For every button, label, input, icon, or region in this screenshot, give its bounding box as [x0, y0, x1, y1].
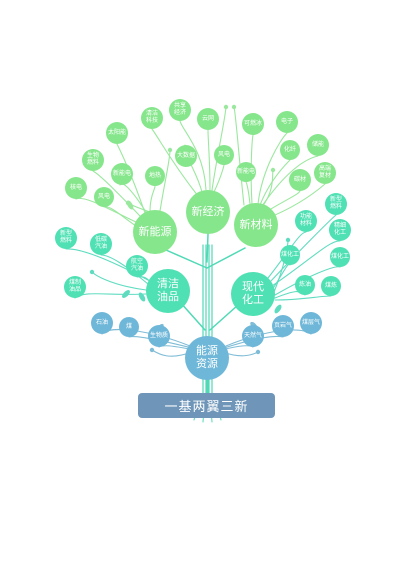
leaf-new-fuel-a: 新型 燃料 — [325, 193, 347, 215]
connector-line — [257, 132, 288, 205]
connector-line — [269, 214, 337, 283]
trunk-branch — [179, 301, 206, 331]
connector-line — [103, 206, 137, 227]
node-energy-resources: 能源 资源 — [185, 336, 229, 380]
branch-dot — [231, 104, 237, 110]
leaf-coalbed-gas: 煤层气 — [300, 312, 322, 334]
leaf-composite: 高端 复材 — [314, 162, 336, 184]
leaf-big-data: 大数据 — [175, 145, 197, 167]
connector-line — [250, 134, 254, 205]
leaf-storage: 储能 — [307, 134, 329, 156]
leaf-aviation-gasoline: 航空 汽油 — [126, 255, 148, 277]
connector-line — [159, 149, 171, 212]
connector-line — [179, 120, 207, 191]
leaf-clean-energy-tech: 清洁 科技 — [141, 107, 163, 129]
leaf-decoration — [138, 292, 146, 302]
branch-dot — [149, 347, 155, 353]
leaf-bio-fuel: 生物 燃料 — [82, 149, 104, 171]
leaf-geothermal: 地热 — [145, 166, 165, 186]
node-clean-oil: 清洁 油品 — [146, 269, 190, 313]
leaf-coal-chem-b: 煤化工 — [330, 247, 350, 267]
connector-line — [274, 295, 332, 301]
leaf-coal: 煤 — [119, 317, 139, 337]
connector-line — [233, 106, 245, 206]
leaf-carbon-material: 碳材 — [289, 169, 311, 191]
connector-line — [267, 183, 326, 219]
branch-dot — [223, 104, 229, 110]
leaf-shale-gas: 页岩气 — [272, 315, 294, 337]
branch-dot — [285, 237, 291, 243]
connector-line — [213, 164, 225, 193]
title-banner: 一基两翼三新 — [138, 393, 275, 418]
node-new-energy: 新能源 — [133, 210, 177, 254]
connector-line — [271, 240, 341, 287]
branch-dot — [89, 269, 95, 275]
leaf-refining: 炼油 — [295, 275, 315, 295]
connector-line — [100, 254, 149, 285]
leaf-new-fuel-b: 新型 燃料 — [55, 227, 77, 249]
connector-line — [267, 231, 307, 279]
leaf-wind: 风电 — [214, 145, 234, 165]
connector-line — [74, 293, 147, 299]
connector-line — [211, 106, 227, 191]
leaf-biomass: 生物质 — [148, 325, 170, 347]
node-new-materials: 新材料 — [234, 203, 278, 247]
branch-dot — [270, 167, 276, 173]
leaf-sharing-economy: 共享 经济 — [169, 99, 191, 121]
connector-line — [245, 181, 251, 205]
connector-line — [151, 128, 199, 197]
node-modern-chem: 现代 化工 — [231, 272, 275, 316]
leaf-coal-refining: 煤炼 — [321, 276, 341, 296]
trunk-branch — [165, 249, 208, 269]
leaf-decoration — [274, 304, 282, 314]
leaf-solar: 太阳能 — [106, 122, 128, 144]
leaf-low-carbon-gasoline: 低碳 汽油 — [90, 233, 112, 255]
leaf-new-power: 新能电 — [111, 163, 133, 185]
leaf-coal-chem-a: 煤化工 — [280, 245, 300, 265]
leaf-new-energy-power: 新能电 — [236, 162, 256, 182]
node-new-economy: 新经济 — [186, 190, 230, 234]
leaf-fine-chem: 精细 化工 — [329, 219, 351, 241]
leaf-chemical-fiber: 化纤 — [280, 140, 300, 160]
leaf-functional-material: 功能 材料 — [295, 210, 317, 232]
trunk-branch — [206, 247, 246, 269]
leaf-coal-oil: 煤制 油品 — [64, 276, 86, 298]
leaf-petroleum: 石油 — [91, 312, 113, 334]
leaf-electronics: 电子 — [276, 111, 298, 133]
leaf-combustible-ice: 可燃冰 — [242, 113, 264, 135]
leaf-wind-power: 风电 — [94, 187, 114, 207]
trunk-branch — [209, 304, 239, 331]
branch-dot — [167, 147, 173, 153]
connector-line — [207, 129, 211, 191]
leaf-decoration — [122, 290, 130, 298]
leaf-nuclear: 核电 — [65, 177, 87, 199]
trunk-branch — [206, 233, 209, 263]
leaf-natural-gas: 天然气 — [242, 325, 264, 347]
leaf-decoration — [126, 200, 134, 210]
connector-line — [92, 170, 141, 217]
connector-line — [259, 159, 291, 206]
leaf-cloud: 云网 — [197, 108, 219, 130]
connector-line — [149, 185, 156, 212]
branch-dot — [255, 349, 261, 355]
